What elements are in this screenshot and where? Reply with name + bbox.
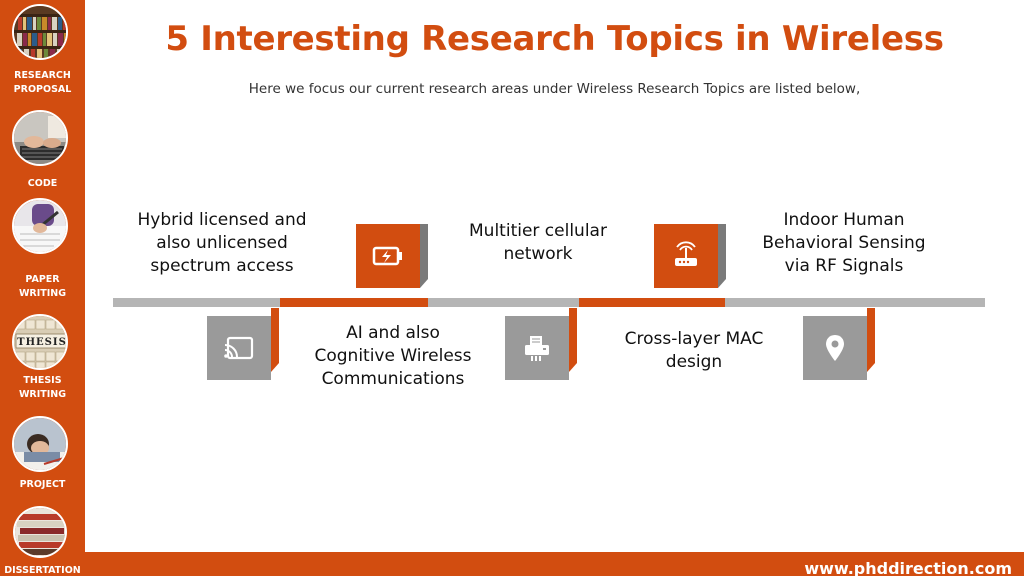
page-subtitle: Here we focus our current research areas… bbox=[248, 81, 861, 97]
box-side bbox=[271, 308, 279, 372]
printer-icon bbox=[525, 336, 549, 361]
topic-line: Multitier cellular bbox=[469, 221, 607, 241]
topic-box-5[interactable] bbox=[803, 308, 875, 380]
topic-box-3[interactable] bbox=[654, 224, 726, 288]
sidebar-label-line: CODE bbox=[27, 178, 58, 189]
sidebar-item-label: THESIS WRITING bbox=[0, 374, 85, 402]
topic-line: spectrum access bbox=[150, 256, 294, 276]
sidebar-label-line: WRITING bbox=[18, 288, 67, 299]
sidebar-item-project[interactable]: PROJECT bbox=[0, 414, 85, 498]
topic-line: Indoor Human bbox=[783, 210, 905, 230]
sidebar-label-line: PROJECT bbox=[19, 479, 66, 490]
sidebar-item-label: RESEARCH PROPOSAL bbox=[0, 69, 85, 97]
topic-line: also unlicensed bbox=[156, 233, 288, 253]
topic-line: Cognitive Wireless bbox=[314, 346, 472, 366]
library-books-photo bbox=[12, 4, 68, 60]
timeline-rail-highlight bbox=[579, 298, 725, 307]
topic-label-5: Indoor Human Behavioral Sensing via RF S… bbox=[744, 209, 944, 278]
footer-bar: www.phddirection.com bbox=[85, 552, 1024, 576]
topic-box-1[interactable] bbox=[356, 224, 428, 288]
sidebar-label-line: DISSERTATION bbox=[4, 565, 81, 576]
topic-label-4: Cross-layer MAC design bbox=[594, 328, 794, 374]
svg-text:THESIS: THESIS bbox=[17, 337, 67, 348]
sidebar-item-research-proposal[interactable]: RESEARCH PROPOSAL bbox=[0, 0, 85, 100]
sidebar-label-line: RESEARCH bbox=[14, 70, 71, 81]
writing-pen-photo bbox=[12, 198, 68, 254]
sidebar-item-code[interactable]: CODE bbox=[0, 106, 85, 194]
sidebar: RESEARCH PROPOSAL CODE bbox=[0, 0, 85, 576]
topic-box-2[interactable] bbox=[207, 308, 279, 380]
cast-screen-icon bbox=[224, 336, 254, 360]
sidebar-item-dissertation[interactable]: DISSERTATION bbox=[0, 504, 85, 576]
sidebar-item-label: PAPER WRITING bbox=[0, 273, 85, 301]
topic-label-2: AI and also Cognitive Wireless Communica… bbox=[293, 322, 493, 391]
topic-line: via RF Signals bbox=[784, 256, 904, 276]
sidebar-item-label: CODE bbox=[0, 177, 85, 191]
topic-line: Behavioral Sensing bbox=[762, 233, 926, 253]
topic-line: Cross-layer MAC bbox=[624, 329, 764, 349]
topic-line: Communications bbox=[321, 369, 465, 389]
box-side bbox=[867, 308, 875, 372]
topic-label-1: Hybrid licensed and also unlicensed spec… bbox=[122, 209, 322, 278]
location-pin-icon bbox=[826, 335, 844, 361]
typing-laptop-photo bbox=[12, 110, 68, 166]
sidebar-label-line: PAPER bbox=[25, 274, 60, 285]
topic-line: Hybrid licensed and bbox=[137, 210, 307, 230]
box-face bbox=[207, 316, 271, 380]
topic-box-4[interactable] bbox=[505, 308, 577, 380]
sidebar-item-label: PROJECT bbox=[0, 478, 85, 492]
sidebar-label-line: THESIS bbox=[23, 375, 62, 386]
router-signal-icon bbox=[675, 241, 697, 266]
person-studying-photo bbox=[12, 416, 68, 472]
sidebar-item-paper-writing[interactable]: PAPER WRITING bbox=[0, 196, 85, 302]
box-side bbox=[420, 224, 428, 288]
topic-line: AI and also bbox=[346, 323, 440, 343]
box-side bbox=[718, 224, 726, 288]
book-stack-photo bbox=[13, 506, 67, 558]
box-side bbox=[569, 308, 577, 372]
battery-charging-icon bbox=[372, 246, 402, 266]
sidebar-item-label: DISSERTATION bbox=[0, 564, 85, 576]
sidebar-label-line: PROPOSAL bbox=[13, 84, 72, 95]
timeline-rail-highlight bbox=[280, 298, 428, 307]
topic-line: design bbox=[665, 352, 723, 372]
topic-label-3: Multitier cellular network bbox=[438, 220, 638, 266]
sidebar-item-thesis-writing[interactable]: THESIS THESIS WRITING bbox=[0, 312, 85, 406]
topic-line: network bbox=[503, 244, 573, 264]
sidebar-label-line: WRITING bbox=[18, 389, 67, 400]
page-title: 5 Interesting Research Topics in Wireles… bbox=[165, 19, 944, 59]
timeline-rail bbox=[113, 298, 985, 307]
thesis-blocks-photo: THESIS bbox=[12, 314, 68, 370]
website-link[interactable]: www.phddirection.com bbox=[804, 559, 1012, 576]
